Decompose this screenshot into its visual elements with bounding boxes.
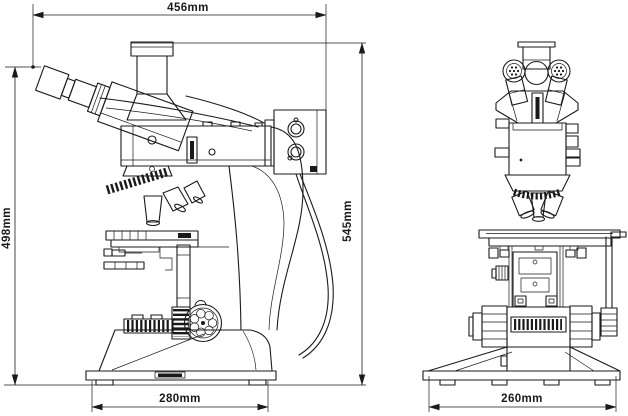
nosepiece-front bbox=[504, 174, 571, 200]
eyecup bbox=[35, 65, 70, 100]
nosepiece-knurl bbox=[105, 167, 169, 195]
substage bbox=[491, 246, 564, 308]
base-front bbox=[422, 346, 621, 386]
foot bbox=[491, 379, 508, 386]
stage-extension bbox=[610, 231, 627, 238]
dimension-498: 498mm bbox=[1, 66, 19, 386]
knurl-dots bbox=[508, 66, 520, 76]
stand-column bbox=[198, 126, 304, 331]
side-knob bbox=[565, 148, 581, 158]
dimension-annotations: 456mm 498mm 545mm 280mm 260mm bbox=[1, 2, 617, 412]
prism-ball bbox=[524, 60, 549, 86]
eyepiece-right bbox=[544, 59, 571, 106]
trinocular-tube-front bbox=[517, 41, 556, 70]
stage-coaxial-knobs bbox=[488, 247, 587, 259]
knurl-dots bbox=[553, 66, 565, 76]
stage bbox=[103, 230, 199, 271]
focus-assembly-front bbox=[468, 305, 601, 348]
slider-slot bbox=[186, 136, 198, 164]
dimension-545: 545mm bbox=[131, 42, 366, 386]
condenser-knob bbox=[491, 265, 509, 281]
foot bbox=[594, 379, 611, 386]
extension-junction-dot bbox=[31, 65, 35, 69]
stage-front bbox=[478, 229, 627, 259]
front-view bbox=[422, 41, 627, 386]
dimension-label-left-height: 498mm bbox=[1, 207, 13, 249]
eyepiece-barrel bbox=[67, 78, 97, 109]
foot bbox=[95, 379, 114, 386]
foot bbox=[439, 379, 456, 386]
illuminator-arm bbox=[120, 121, 272, 172]
lamp-centering-knob bbox=[287, 143, 305, 161]
focus-knob bbox=[183, 299, 223, 343]
focus-knob-left bbox=[468, 305, 508, 348]
objectives bbox=[143, 180, 206, 227]
dimension-280: 280mm bbox=[91, 381, 269, 412]
body-column bbox=[494, 118, 581, 176]
side-knob bbox=[495, 118, 510, 129]
binocular-head bbox=[495, 90, 579, 124]
head-housing bbox=[97, 81, 194, 152]
label-plate bbox=[154, 371, 186, 379]
head-cover bbox=[99, 95, 265, 132]
cord-exit bbox=[310, 166, 317, 172]
dimension-label-front-base: 260mm bbox=[501, 393, 543, 405]
side-knob bbox=[565, 135, 579, 148]
side-knob bbox=[494, 147, 510, 158]
objectives-front bbox=[511, 190, 564, 222]
trinocular-tube bbox=[126, 41, 187, 121]
dimension-label-top-width: 456mm bbox=[167, 2, 209, 14]
stage-xy-knob bbox=[103, 248, 113, 257]
stage-handle bbox=[600, 236, 618, 337]
focus-knob-right bbox=[569, 305, 601, 348]
side-knob bbox=[565, 123, 579, 134]
focus-column bbox=[171, 244, 191, 340]
base-side bbox=[85, 329, 277, 386]
dimension-456: 456mm bbox=[5, 2, 327, 110]
nosepiece bbox=[105, 165, 173, 195]
lamp-house bbox=[264, 109, 327, 175]
slide-holder bbox=[103, 261, 145, 270]
focus-rack bbox=[123, 314, 174, 334]
dimension-label-right-height: 545mm bbox=[342, 200, 354, 242]
dimension-260: 260mm bbox=[428, 376, 617, 412]
lamp-adjust-knob bbox=[287, 120, 305, 138]
eyepiece-left bbox=[502, 59, 529, 106]
eyepiece-assembly bbox=[35, 65, 194, 152]
side-knob bbox=[565, 157, 581, 167]
field-lens-port bbox=[147, 135, 157, 145]
foot bbox=[543, 379, 560, 386]
dimension-label-side-base: 280mm bbox=[159, 393, 201, 405]
foot bbox=[248, 379, 267, 386]
diopter-ring bbox=[86, 82, 111, 117]
power-cord bbox=[295, 173, 334, 359]
side-view bbox=[35, 41, 334, 386]
